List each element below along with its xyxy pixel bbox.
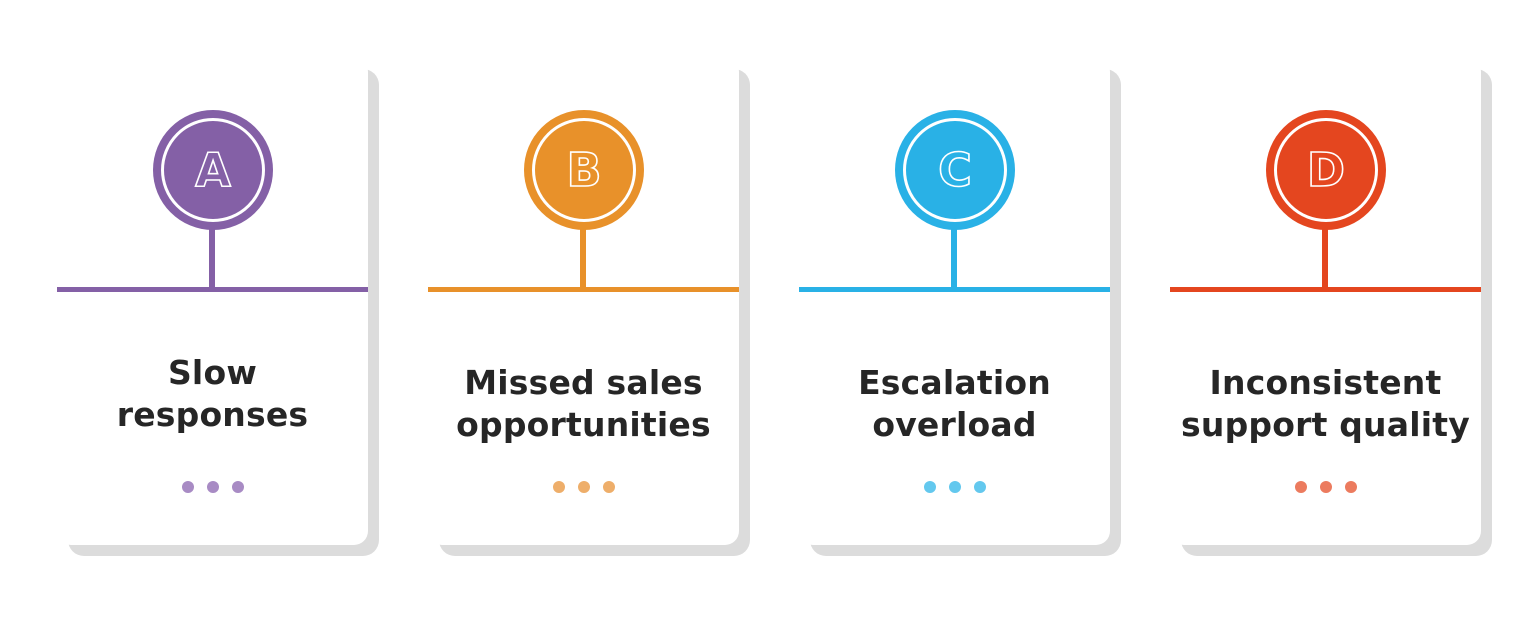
card-title: Missed sales opportunities xyxy=(428,362,739,446)
letter-badge: C xyxy=(895,110,1015,230)
card-title-line: opportunities xyxy=(456,405,711,444)
dot xyxy=(602,481,615,493)
card-title: Slow responses xyxy=(57,352,368,436)
dot xyxy=(181,481,194,493)
ellipsis-dots xyxy=(799,481,1110,493)
card-title-line: responses xyxy=(116,395,309,434)
card-title-line: Inconsistent xyxy=(1209,363,1442,402)
badge-letter: A xyxy=(194,143,231,197)
card-title-line: support quality xyxy=(1181,405,1470,444)
badge-inner-ring: C xyxy=(903,118,1007,222)
dot xyxy=(1294,481,1307,493)
dot xyxy=(206,481,219,493)
ellipsis-dots xyxy=(428,481,739,493)
card-face: C Escalation overload xyxy=(799,58,1110,545)
card-title-line: Escalation xyxy=(858,363,1051,402)
ellipsis-dots xyxy=(57,481,368,493)
dot xyxy=(1319,481,1332,493)
card-face: A Slow responses xyxy=(57,58,368,545)
card-title: Inconsistent support quality xyxy=(1170,362,1481,446)
badge-letter: D xyxy=(1306,143,1346,197)
badge-stem xyxy=(1322,228,1328,290)
badge-letter: C xyxy=(937,143,972,197)
ellipsis-dots xyxy=(1170,481,1481,493)
card-face: B Missed sales opportunities xyxy=(428,58,739,545)
dot xyxy=(948,481,961,493)
badge-inner-ring: B xyxy=(532,118,636,222)
dot xyxy=(577,481,590,493)
card-face: D Inconsistent support quality xyxy=(1170,58,1481,545)
dot xyxy=(552,481,565,493)
card-title: Escalation overload xyxy=(799,362,1110,446)
dot xyxy=(923,481,936,493)
dot xyxy=(973,481,986,493)
letter-badge: B xyxy=(524,110,644,230)
card-a: A Slow responses xyxy=(57,58,379,556)
badge-stem xyxy=(580,228,586,290)
card-title-line: Missed sales xyxy=(464,363,703,402)
card-b: B Missed sales opportunities xyxy=(428,58,750,556)
letter-badge: D xyxy=(1266,110,1386,230)
dot xyxy=(1344,481,1357,493)
badge-inner-ring: A xyxy=(161,118,265,222)
letter-badge: A xyxy=(153,110,273,230)
card-d: D Inconsistent support quality xyxy=(1170,58,1492,556)
card-c: C Escalation overload xyxy=(799,58,1121,556)
card-title-line: overload xyxy=(872,405,1037,444)
dot xyxy=(231,481,244,493)
badge-letter: B xyxy=(566,143,603,197)
badge-inner-ring: D xyxy=(1274,118,1378,222)
badge-stem xyxy=(209,228,215,290)
card-title-line: Slow xyxy=(167,353,258,392)
badge-stem xyxy=(951,228,957,290)
